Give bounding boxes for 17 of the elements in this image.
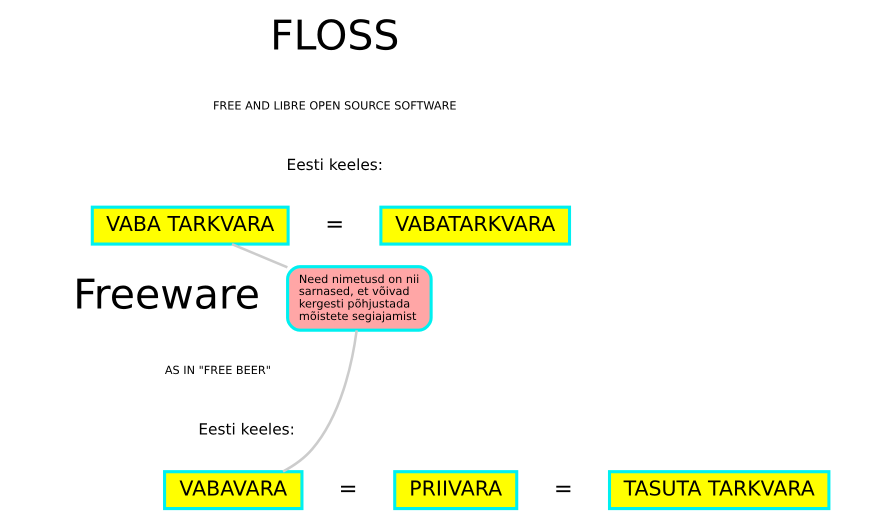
label: = [553,476,572,502]
node-box: VABA TARKVARA [90,206,290,246]
node-box: Need nimetusd on nii sarnased, et võivad kergesti põhjustada mõistete segiajamist [286,265,432,332]
node-box: TASUTA TARKVARA [607,470,830,510]
label: FLOSS [270,11,399,60]
label: Freeware [72,270,260,319]
label: Eesti keeles: [286,156,382,174]
node-box: PRIIVARA [392,470,518,510]
label: AS IN "FREE BEER" [164,364,270,378]
label: FREE AND LIBRE OPEN SOURCE SOFTWARE [212,100,456,113]
label: Eesti keeles: [198,420,294,438]
label: = [338,476,358,502]
node-box: VABATARKVARA [378,206,571,246]
node-box: VABAVARA [162,470,303,510]
connector [282,330,358,473]
label: = [324,211,344,238]
connector [231,242,288,268]
